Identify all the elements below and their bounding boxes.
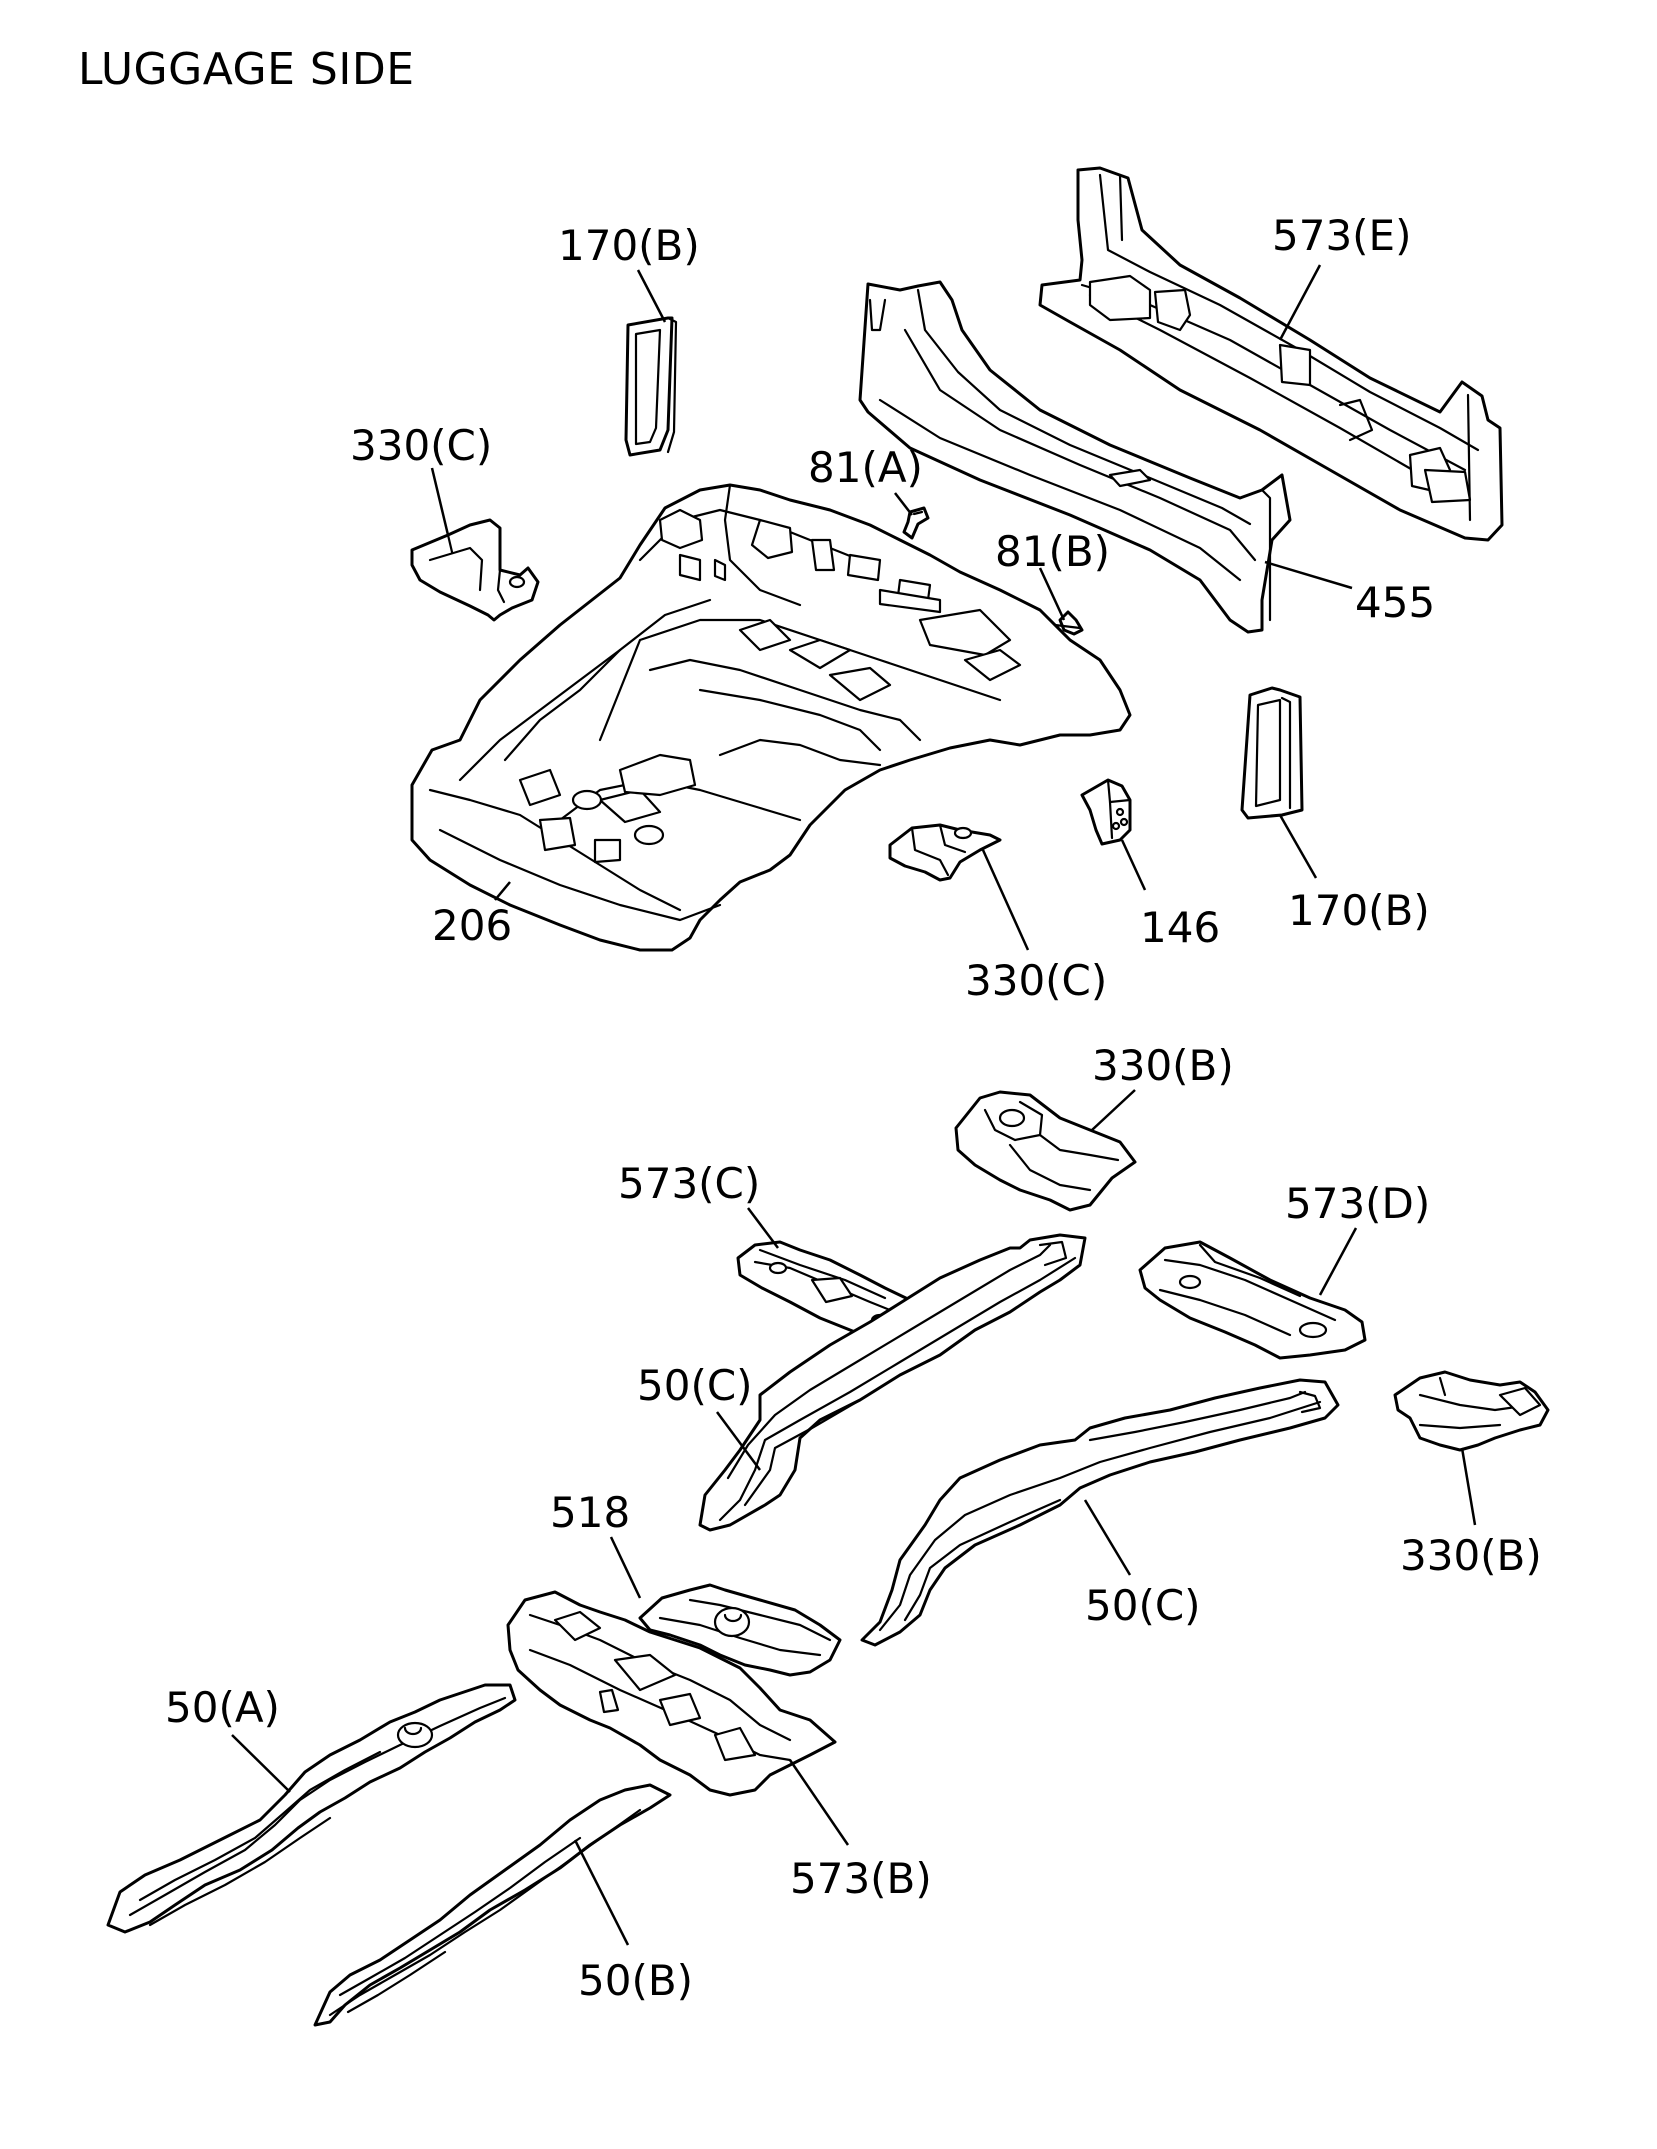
part-330b-right[interactable] xyxy=(1393,1370,1550,1452)
part-455-panel[interactable] xyxy=(858,280,1292,634)
callout-455: 455 xyxy=(1355,578,1435,627)
callout-330b-right: 330(B) xyxy=(1400,1531,1542,1580)
callout-labels: 170(B) 330(C) 81(A) 81(B) 573(E) 455 206… xyxy=(165,211,1542,2005)
part-50b[interactable] xyxy=(313,1783,672,2027)
callout-81a: 81(A) xyxy=(808,443,923,492)
part-330c-left[interactable] xyxy=(410,518,540,622)
callout-146: 146 xyxy=(1140,903,1220,952)
callout-170b-top: 170(B) xyxy=(558,221,700,270)
part-573d[interactable] xyxy=(1138,1240,1367,1360)
callout-170b-right: 170(B) xyxy=(1288,886,1430,935)
part-518-crossmember[interactable] xyxy=(638,1583,842,1677)
part-330c-bottom[interactable] xyxy=(888,823,1002,882)
callout-50c-left: 50(C) xyxy=(637,1361,753,1410)
callout-573e: 573(E) xyxy=(1272,211,1411,260)
callout-50a: 50(A) xyxy=(165,1683,280,1732)
leader-lines xyxy=(231,264,1477,1946)
part-573e-rear-panel[interactable] xyxy=(1038,166,1504,542)
callout-573c: 573(C) xyxy=(618,1159,760,1208)
part-50c-right[interactable] xyxy=(860,1378,1340,1647)
part-170b-right[interactable] xyxy=(1240,686,1304,820)
part-206-floor-panel[interactable] xyxy=(410,483,1132,952)
part-50c-left[interactable] xyxy=(698,1233,1087,1532)
callout-330c-bottom: 330(C) xyxy=(965,956,1107,1005)
part-81b-clip[interactable] xyxy=(1053,610,1084,636)
part-330b-top[interactable] xyxy=(954,1090,1137,1212)
callout-50b: 50(B) xyxy=(578,1956,693,2005)
part-170b-top[interactable] xyxy=(624,316,678,457)
callout-50c-right: 50(C) xyxy=(1085,1581,1201,1630)
part-573b[interactable] xyxy=(506,1590,837,1797)
page-title: LUGGAGE SIDE xyxy=(78,44,415,95)
callout-573b: 573(B) xyxy=(790,1854,932,1903)
part-81a-clip[interactable] xyxy=(902,506,930,540)
callout-573d: 573(D) xyxy=(1285,1179,1430,1228)
callout-518: 518 xyxy=(550,1488,630,1537)
callout-206: 206 xyxy=(432,901,512,950)
part-50a[interactable] xyxy=(106,1683,517,1934)
callout-81b: 81(B) xyxy=(995,527,1110,576)
callout-330b-top: 330(B) xyxy=(1092,1041,1234,1090)
callout-330c-left: 330(C) xyxy=(350,421,492,470)
part-146-bracket[interactable] xyxy=(1080,778,1132,846)
